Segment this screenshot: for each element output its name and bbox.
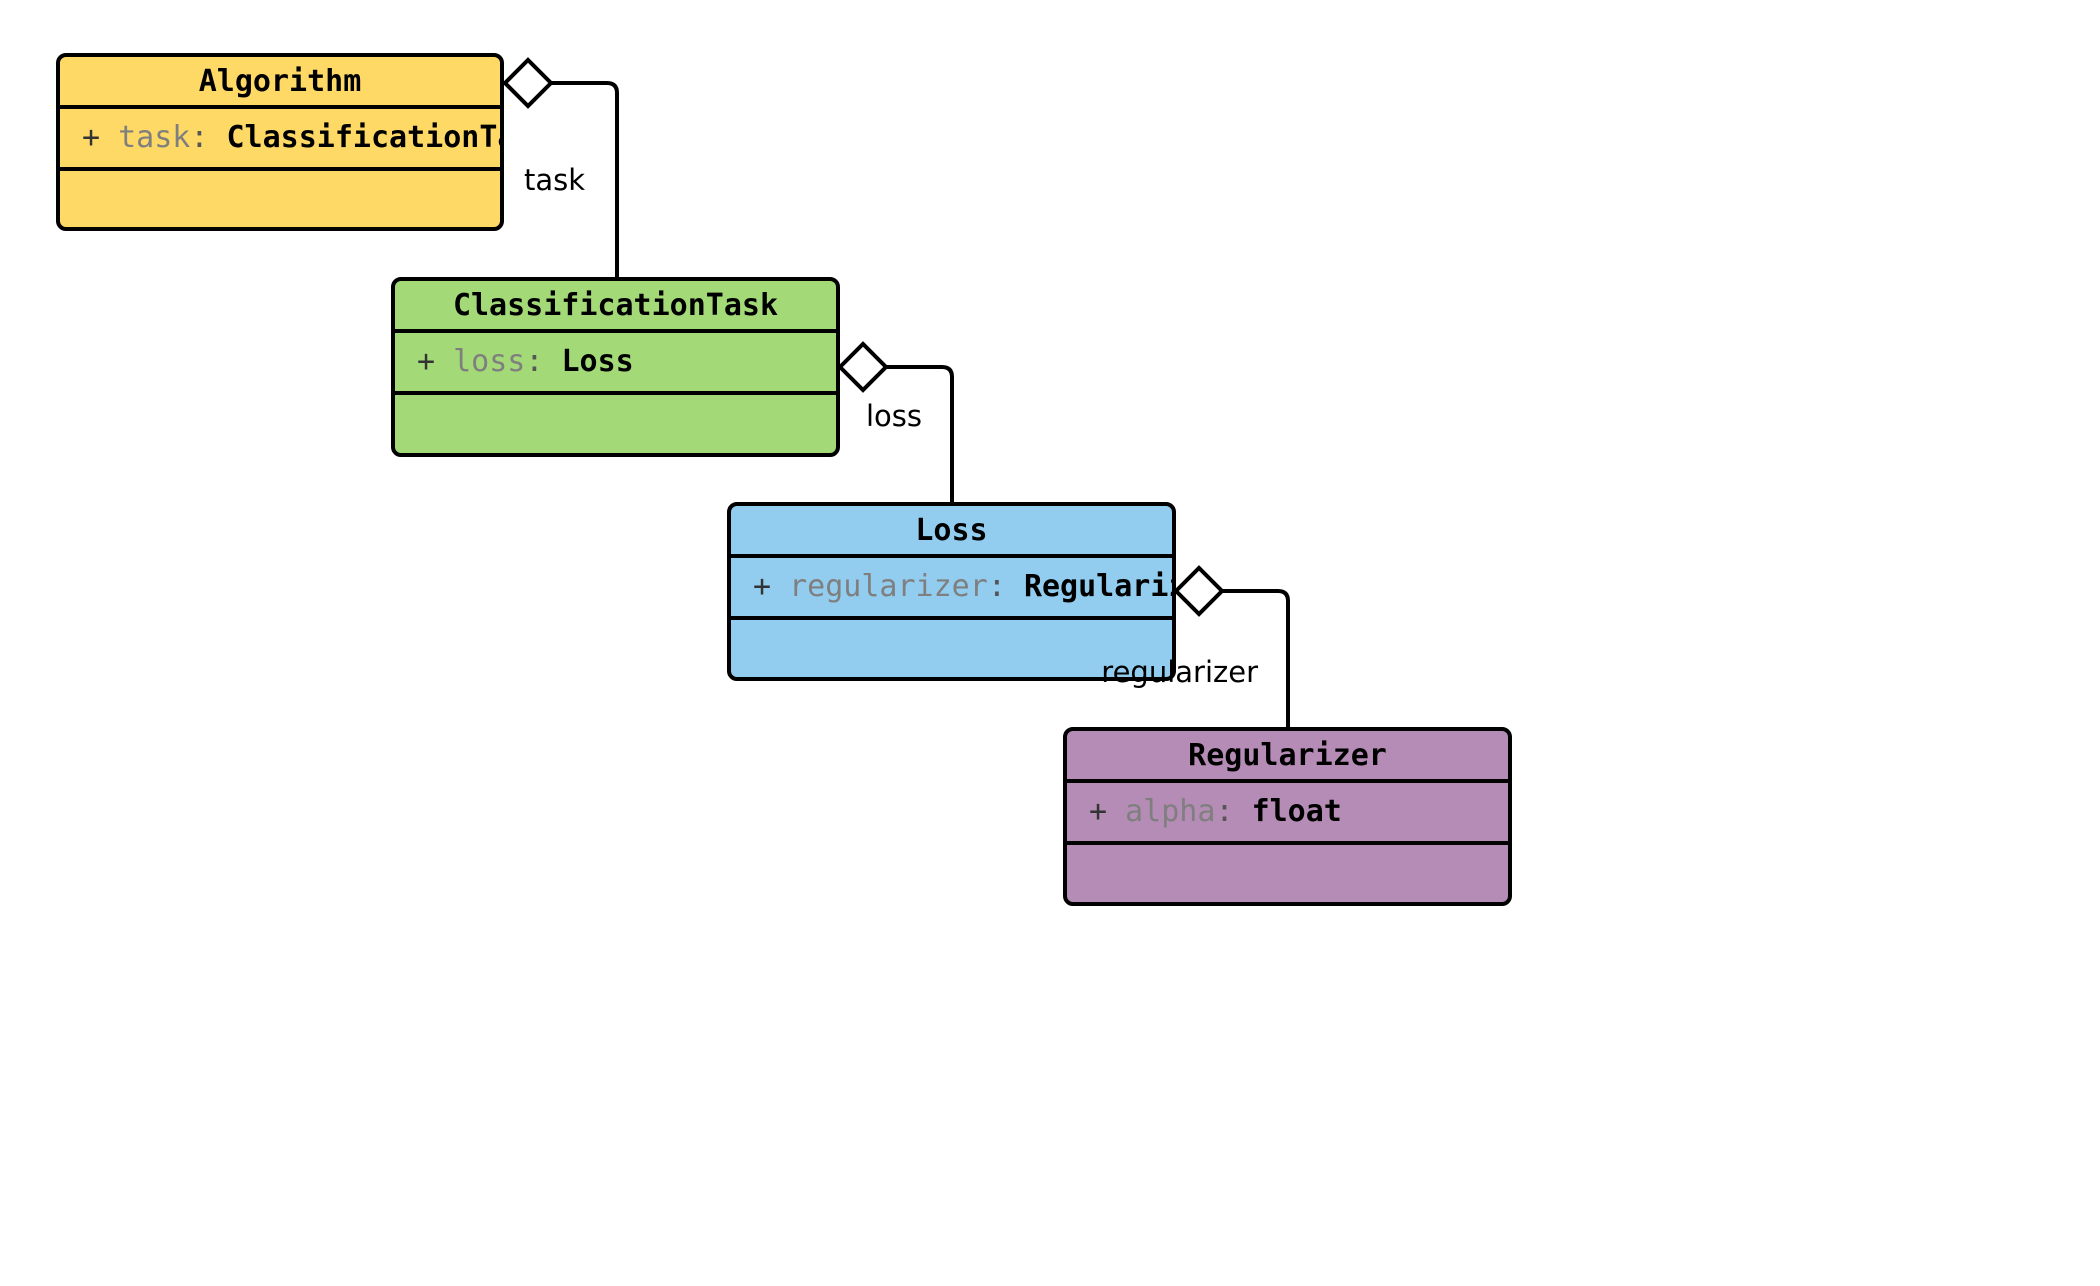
class-attribute: + task: ClassificationTask [82,120,501,155]
uml-class-algorithm[interactable]: Algorithm + task: ClassificationTask [56,53,504,231]
attribute-separator: : [525,344,544,379]
class-attribute: + regularizer: Regularizer [753,569,1172,604]
attribute-separator: : [1215,794,1234,829]
class-title-compartment: Algorithm [60,57,500,109]
class-methods-compartment [1067,845,1508,902]
aggregation-diamond-icon [1173,565,1225,617]
class-name: Regularizer [1188,737,1387,773]
class-attribute: + loss: Loss [417,347,634,377]
class-name: ClassificationTask [452,287,779,323]
aggregation-diamond-icon [502,57,554,109]
attribute-type: Loss [561,344,634,379]
relation-loss-regularizer[interactable] [1173,565,1290,727]
attribute-type: Regularizer [1023,569,1172,604]
relation-label: task [523,163,585,197]
class-attribute: + alpha: float [1089,797,1342,827]
class-name: Algorithm [198,63,362,99]
attribute-name: loss [453,344,526,379]
class-title-compartment: Regularizer [1067,731,1508,783]
attribute-visibility: + [82,120,101,155]
relation-label: regularizer [1101,655,1258,689]
attribute-type: ClassificationTask [226,120,501,155]
class-attributes-compartment: + loss: Loss [395,333,836,395]
class-attributes-compartment: + task: ClassificationTask [60,109,500,171]
relation-label: loss [865,399,922,433]
class-attributes-compartment: + alpha: float [1067,783,1508,845]
attribute-separator: : [987,569,1006,604]
uml-class-classificationtask[interactable]: ClassificationTask + loss: Loss [391,277,840,457]
class-name: Loss [915,512,988,548]
class-title-compartment: Loss [731,506,1172,558]
attribute-separator: : [190,120,209,155]
uml-class-regularizer[interactable]: Regularizer + alpha: float [1063,727,1512,906]
class-attributes-compartment: + regularizer: Regularizer [731,558,1172,620]
aggregation-diamond-icon [837,341,889,393]
attribute-name: regularizer [789,569,988,604]
attribute-visibility: + [1089,794,1108,829]
attribute-visibility: + [417,344,436,379]
class-title-compartment: ClassificationTask [395,281,836,333]
uml-class-loss[interactable]: Loss + regularizer: Regularizer [727,502,1176,681]
attribute-name: alpha [1125,794,1216,829]
attribute-name: task [118,120,191,155]
relation-line [886,365,954,502]
attribute-visibility: + [753,569,772,604]
attribute-type: float [1251,794,1342,829]
